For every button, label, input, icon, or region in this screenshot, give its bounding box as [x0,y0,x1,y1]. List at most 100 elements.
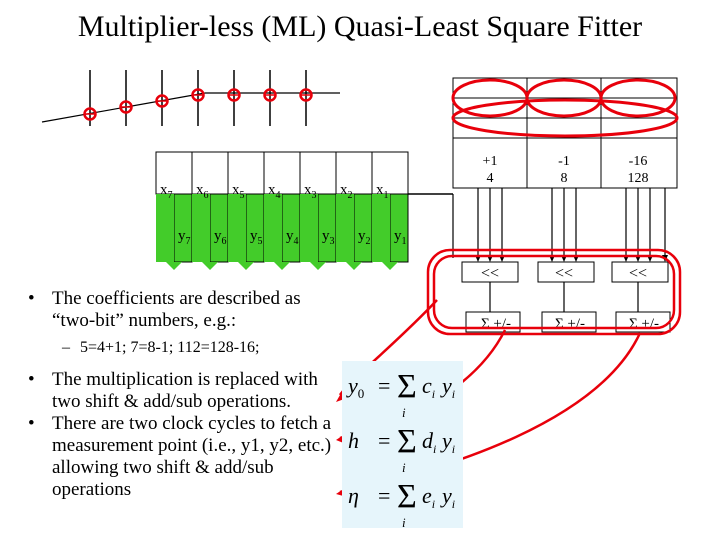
formula-coef: ei [422,483,435,511]
shift-add-units: <<Σ +/-<<Σ +/-<<Σ +/- [461,261,671,333]
formula-coef: ci [422,373,435,401]
register-arrow [238,262,254,270]
formula-lhs: η [348,483,359,508]
register-cell-link [300,194,318,262]
formula-y-sub: i [452,387,455,401]
sub-bullet: –5=4+1; 7=8-1; 112=128-16; [62,339,260,356]
detector-ticks [89,70,307,126]
units-ring-outer [426,248,682,336]
formula-y: yi [440,373,455,401]
hit-marker [191,88,205,102]
bullet-coefficients: •The coefficients are described as “two-… [28,288,301,331]
register-label-x-sub: 6 [204,190,209,201]
register-cell-x [371,151,409,195]
register-cell-link [192,194,210,262]
register-label-x-sub: 5 [240,190,245,201]
formula-equals: = [378,373,390,398]
formula-equals: = [378,428,390,453]
table-row-ring-3 [599,78,677,118]
formula-coef-sub: i [433,442,436,456]
shift-box [537,261,595,283]
formula-lhs-sub: 0 [358,386,365,401]
register-label-y-sub: 2 [366,236,371,247]
register-cell-x [227,151,265,195]
hit-marker [155,94,169,108]
sum-label: Σ +/- [629,316,659,332]
formula-sigma: Σ [397,368,417,405]
register-label-y-sub: 7 [186,236,191,247]
register-cell-link [228,194,246,262]
units-ring-inner [432,254,676,330]
register-label-y-sub: 6 [222,236,227,247]
formula-index: i [402,405,406,420]
register-arrow [310,262,326,270]
register-arrow [202,262,218,270]
formula-lhs: h [348,428,359,453]
slide-title: Multiplier-less (ML) Quasi-Least Square … [77,10,643,43]
register-label-y-sub: 1 [402,236,407,247]
table-row-ring-wide [451,98,679,138]
coef-3-top: -16 [629,154,648,169]
formula-equals: = [378,483,390,508]
register-label-y-sub: 5 [258,236,263,247]
register-cell-link [264,194,282,262]
hit-marker [119,100,133,114]
register-label-y-sub: 3 [330,236,335,247]
register-cell-x [155,151,193,195]
coef-3-bottom: 128 [628,171,649,186]
bullet-list-1: •The coefficients are described as “two-… [28,288,348,332]
formula-coef-sub: i [432,387,435,401]
register-cell-link [336,194,354,262]
formula-sigma: Σ [397,423,417,460]
register-label-x-sub: 1 [384,190,389,201]
hit-marker [299,88,313,102]
formula-y: yi [440,483,455,511]
formula-coef: di [422,428,436,456]
formula-lhs: y0 [346,373,364,401]
shift-label: << [629,265,647,282]
bullet-clock-cycles: •There are two clock cycles to fetch a m… [28,413,332,500]
formula-y-sub: i [452,442,455,456]
formula-y-sub: i [452,497,455,511]
shift-box [611,261,669,283]
shift-label: << [481,265,499,282]
shift-label: << [555,265,573,282]
register-label-x-sub: 2 [348,190,353,201]
hit-marker [83,107,97,121]
sum-label: Σ +/- [481,316,511,332]
hit-markers [83,88,313,121]
register-label-x-sub: 4 [276,190,281,201]
formula-index: i [402,515,406,528]
bullet-multiplication: •The multiplication is replaced with two… [28,369,318,412]
register-arrow [166,262,182,270]
bullet-list-2: •The multiplication is replaced with two… [28,369,348,501]
register-label-x-sub: 7 [168,190,173,201]
coefficient-table: +1 4 -1 8 -16 128 [451,77,679,189]
register-cell-x [299,151,337,195]
hit-marker [263,88,277,102]
formula-coef-sub: i [432,497,435,511]
register-cell-x [335,151,373,195]
register-label-y-sub: 4 [294,236,299,247]
register-arrow [382,262,398,270]
formula-y: yi [440,428,455,456]
register-label-x-sub: 3 [312,190,317,201]
coef-2-bottom: 8 [561,171,568,186]
coef-2-top: -1 [558,154,570,169]
coef-1-bottom: 4 [487,171,494,186]
register-arrow [346,262,362,270]
coef-1-top: +1 [483,154,498,169]
register-arrow [274,262,290,270]
register-cell-link [372,194,390,262]
formula-sigma: Σ [397,478,417,515]
hit-marker [227,88,241,102]
register-cell-link [156,194,174,262]
formula-index: i [402,460,406,475]
